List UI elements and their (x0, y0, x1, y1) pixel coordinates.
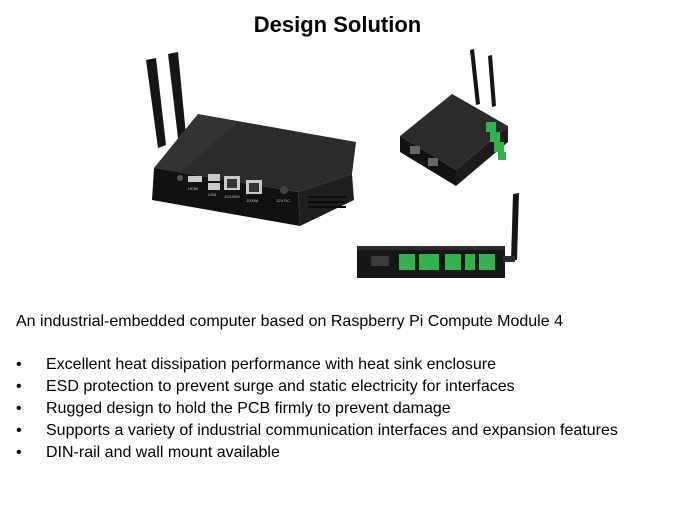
port-label-lan1: 10/100M (224, 194, 240, 199)
list-item: • ESD protection to prevent surge and sta… (16, 377, 656, 397)
bullet-glyph: • (16, 422, 22, 439)
port-label-usb: USB (208, 192, 217, 197)
list-item: • Supports a variety of industrial commun… (16, 421, 656, 441)
product-image-front: HDMI USB 10/100M 1000M 12V DC (146, 52, 356, 226)
port-label-lan2: 1000M (246, 198, 258, 203)
list-item: • Excellent heat dissipation performance … (16, 355, 656, 375)
port-label-hdmi: HDMI (188, 186, 198, 191)
slide-title: Design Solution (253, 12, 422, 37)
port-label-dc: 12V DC (276, 198, 290, 203)
list-item-text: DIN-rail and wall mount available (46, 444, 280, 461)
list-item: • Rugged design to hold the PCB firmly to… (16, 399, 656, 419)
list-item-text: Supports a variety of industrial communi… (46, 422, 618, 439)
list-item-text: Excellent heat dissipation performance w… (46, 356, 497, 373)
list-item-text: Rugged design to hold the PCB firmly to … (46, 400, 451, 417)
bullet-glyph: • (16, 356, 22, 373)
list-item: • DIN-rail and wall mount available (16, 443, 656, 463)
bullet-glyph: • (16, 378, 22, 395)
product-image-dinrail (357, 193, 519, 278)
intro-text: An industrial-embedded computer based on… (16, 313, 563, 330)
bullet-glyph: • (16, 444, 22, 461)
feature-list: • Excellent heat dissipation performance … (16, 355, 656, 465)
bullet-glyph: • (16, 400, 22, 417)
list-item-text: ESD protection to prevent surge and stat… (46, 378, 515, 395)
product-image-angled (400, 49, 508, 186)
